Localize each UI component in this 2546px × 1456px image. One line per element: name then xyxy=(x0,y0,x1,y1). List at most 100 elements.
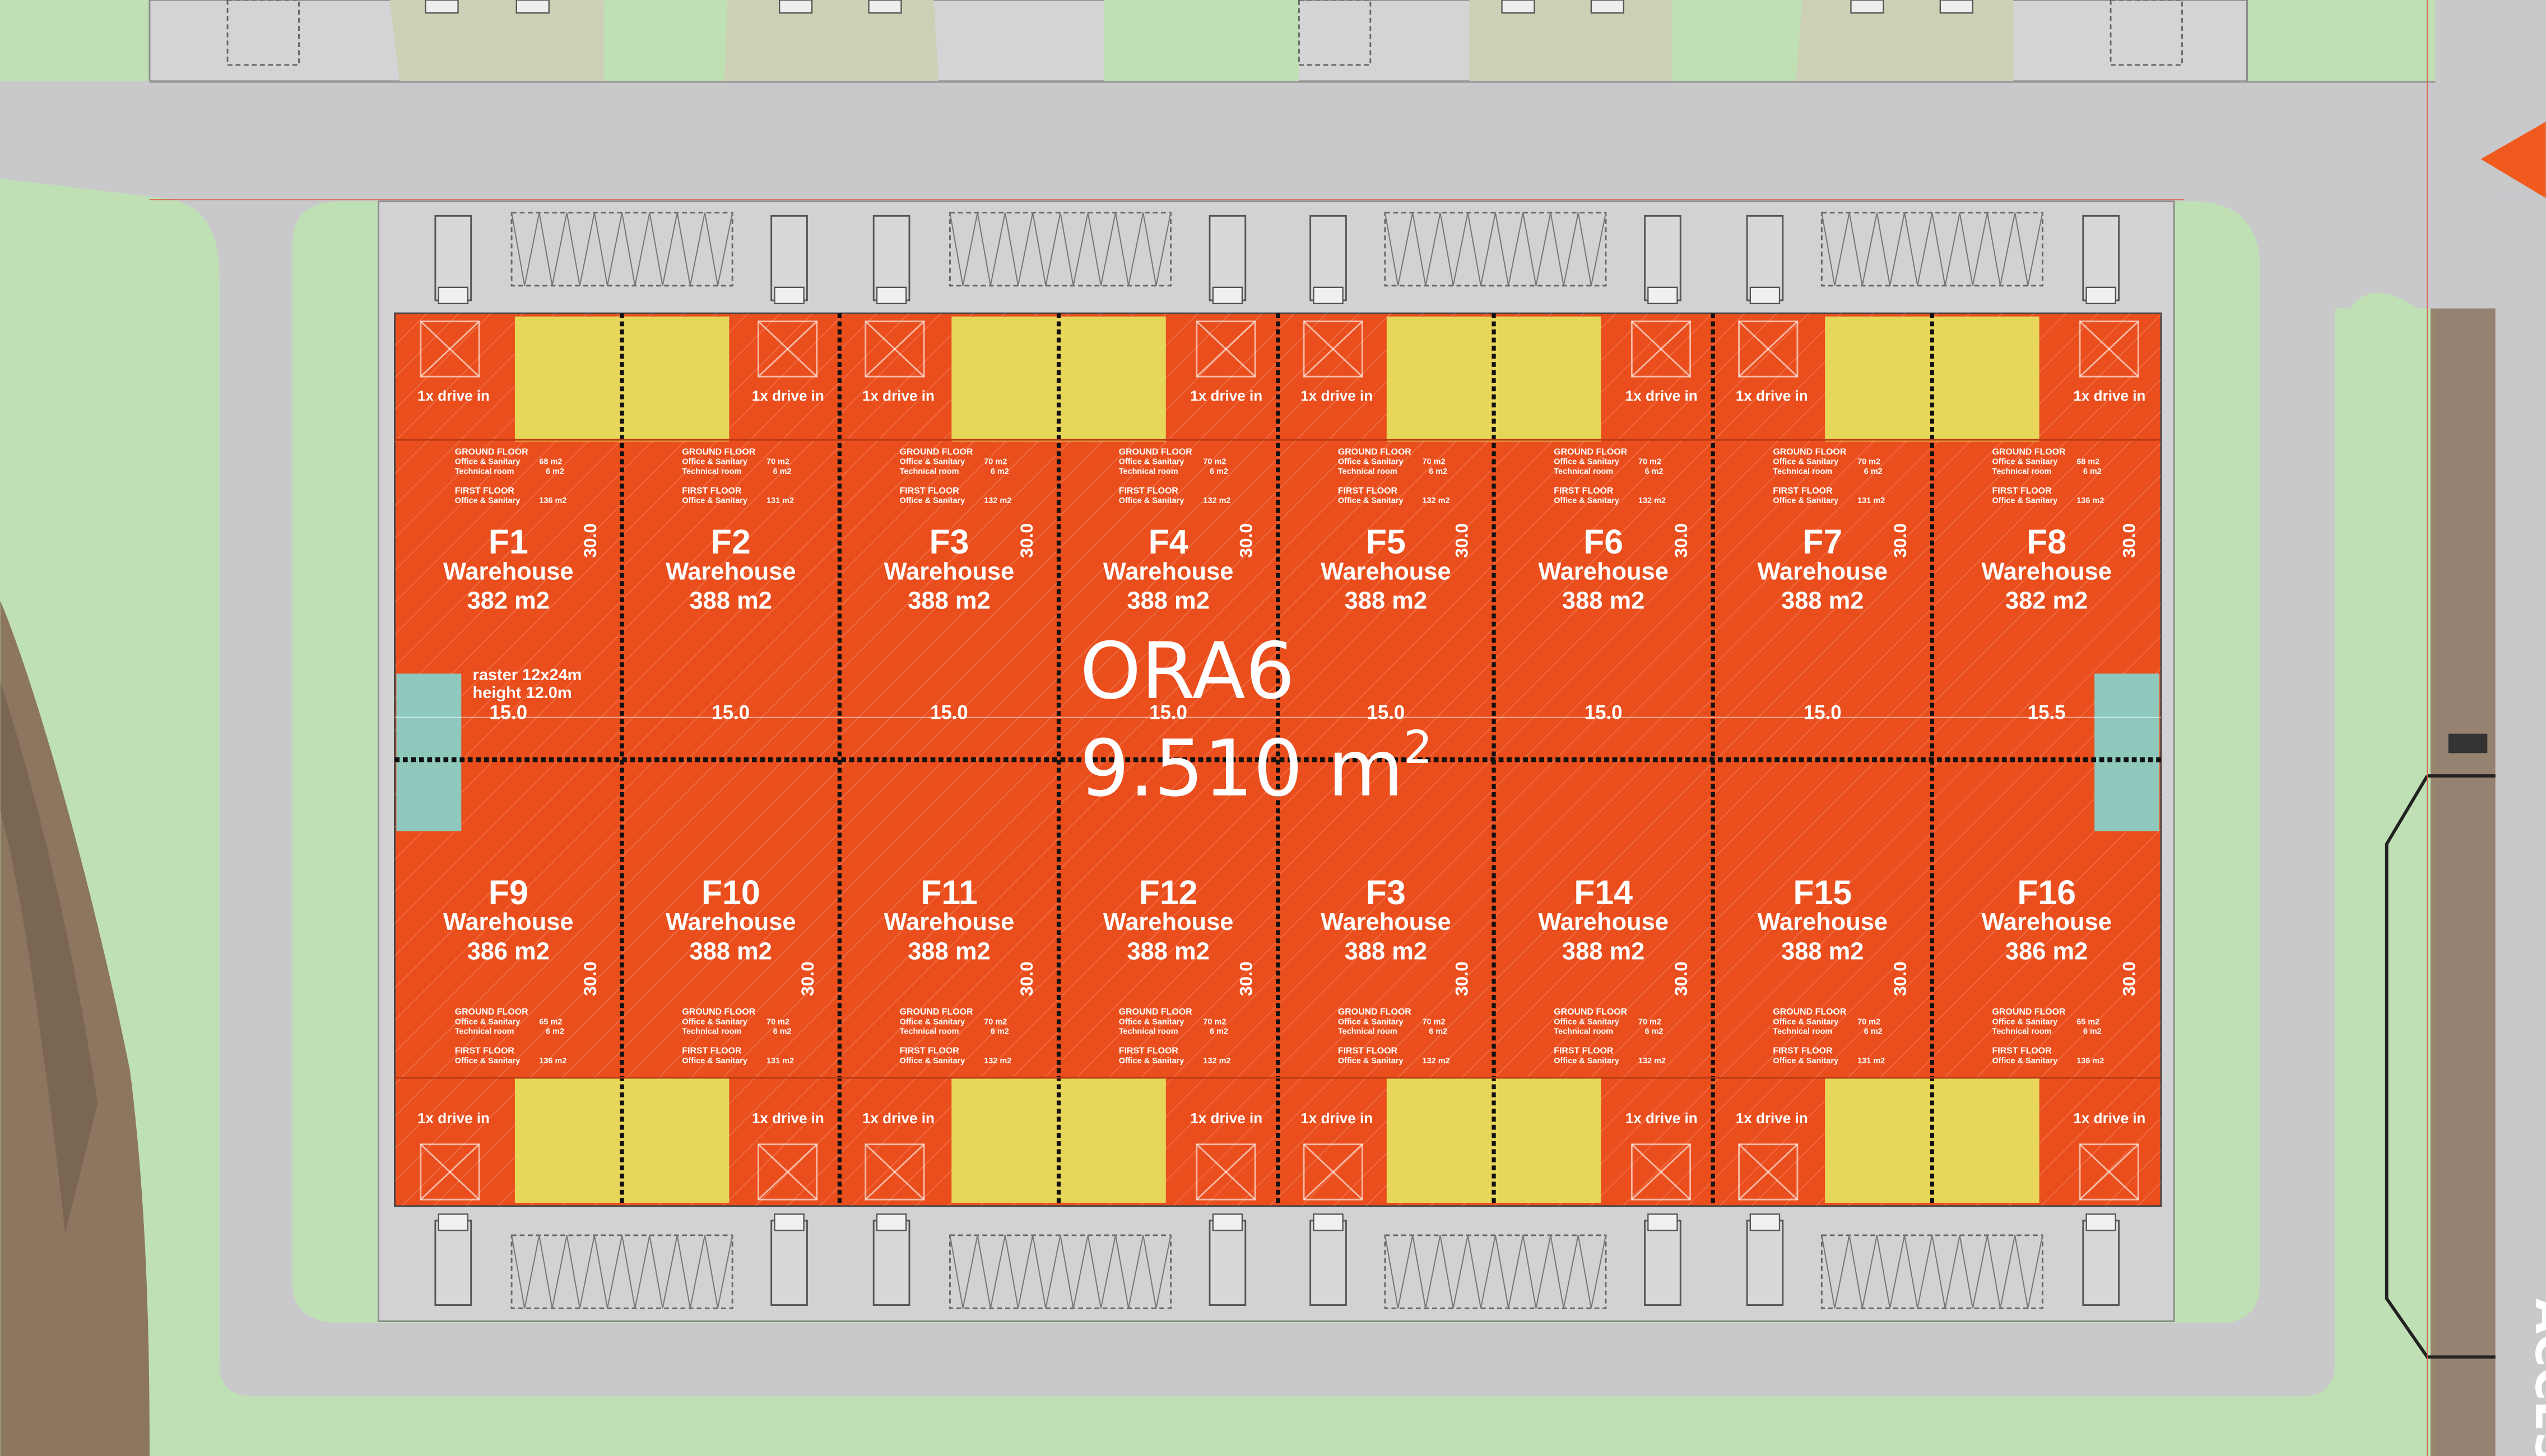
office-info-bottom-ff-title: FIRST FLOOR xyxy=(1992,1046,2052,1055)
door-frame-bottom xyxy=(420,1143,480,1201)
office-info-top-ff-value: 132 m2 xyxy=(1638,496,1666,505)
office-info-top-tr-value: 6 m2 xyxy=(773,467,792,476)
unit-area-bottom: 388 m2 xyxy=(1562,938,1644,965)
office-info-top-os-value: 68 m2 xyxy=(2076,458,2099,467)
unit-area-top: 388 m2 xyxy=(908,588,990,615)
parking-stripe xyxy=(1100,1235,1116,1309)
unit-type-top: Warehouse xyxy=(1981,558,2112,585)
truck-cab-bottom xyxy=(1212,1213,1243,1231)
parking-stripe xyxy=(579,1235,595,1309)
office-info-top-ff-label: Office & Sanitary xyxy=(1338,496,1404,505)
access-label: ACCES xyxy=(2525,1299,2546,1456)
parking-stripe xyxy=(538,1235,553,1309)
north-truck-cab xyxy=(1590,0,1625,14)
parking-stripe xyxy=(524,212,540,286)
parking-stripe xyxy=(1128,212,1144,286)
parking-stripe xyxy=(989,212,1006,286)
drive-in-label-top: 1x drive in xyxy=(1190,388,1262,404)
door-frame-bottom xyxy=(1196,1143,1256,1201)
parking-stripe xyxy=(717,1235,733,1309)
truck-bottom xyxy=(2082,1220,2120,1306)
unit-width-top: 15.0 xyxy=(1804,703,1842,724)
office-info-top-ff-title: FIRST FLOOR xyxy=(900,486,960,496)
drive-in-label-bottom: 1x drive in xyxy=(1625,1110,1698,1127)
office-info-top-gf-title: GROUND FLOOR xyxy=(1554,447,1627,457)
office-info-top-tr-value: 6 m2 xyxy=(1645,467,1664,476)
parking-stripe xyxy=(1060,212,1074,286)
truck-bottom xyxy=(770,1220,808,1306)
parking-stripe xyxy=(1494,212,1509,286)
building-area-value: 9.510 m xyxy=(1080,723,1404,814)
unit-id-top: F3 xyxy=(929,523,969,561)
office-block-bottom xyxy=(951,1077,1059,1203)
door-cross-bottom xyxy=(865,1143,925,1201)
parking-stripe xyxy=(1917,212,1933,286)
office-info-top-os-label: Office & Sanitary xyxy=(1119,458,1184,467)
parking-stripe xyxy=(551,1235,568,1309)
office-info-bottom-ff-label: Office & Sanitary xyxy=(1773,1057,1838,1066)
north-plot-beige-3 xyxy=(1469,0,1672,81)
parking-stripe xyxy=(1931,1235,1946,1309)
office-info-bottom-os-label: Office & Sanitary xyxy=(455,1017,521,1026)
office-info-bottom-ff-label: Office & Sanitary xyxy=(900,1057,965,1066)
unit-area-bottom: 388 m2 xyxy=(1345,938,1427,965)
parking-stripe xyxy=(1522,212,1537,286)
parking-stripe xyxy=(1563,1235,1579,1309)
unit-depth-bottom: 30.0 xyxy=(797,961,817,996)
parking-stripe xyxy=(593,212,608,286)
office-info-bottom-ff-value: 132 m2 xyxy=(1423,1057,1450,1066)
unit-type-bottom: Warehouse xyxy=(1103,909,1234,936)
office-info-bottom-tr-label: Technical room xyxy=(1992,1027,2052,1036)
office-info-bottom-ff-value: 136 m2 xyxy=(2076,1057,2104,1066)
unit-depth-bottom: 30.0 xyxy=(1890,961,1910,996)
truck-cab-top xyxy=(2085,286,2116,304)
drive-in-label-top: 1x drive in xyxy=(1736,388,1808,404)
parking-stripe xyxy=(2027,1235,2043,1309)
parking-stripe xyxy=(1072,1235,1089,1309)
parking-stripe xyxy=(1452,212,1469,286)
unit-area-top: 388 m2 xyxy=(1781,588,1864,615)
office-info-top-ff-value: 131 m2 xyxy=(1857,496,1885,505)
parking-stripe xyxy=(1494,1235,1509,1309)
office-info-bottom-os-value: 65 m2 xyxy=(2076,1017,2099,1026)
unit-id-bottom: F3 xyxy=(1366,873,1406,911)
parking-stripe xyxy=(1876,212,1891,286)
parking-stripe xyxy=(1550,1235,1564,1309)
door-frame-top xyxy=(420,320,480,378)
parking-stripe xyxy=(1155,1235,1172,1309)
unit-depth-top: 30.0 xyxy=(580,523,600,558)
parking-stripe xyxy=(1412,1235,1427,1309)
office-info-top-ff-value: 131 m2 xyxy=(766,496,794,505)
north-truck-cab xyxy=(425,0,459,14)
parking-stripe xyxy=(1889,1235,1906,1309)
parking-stripe xyxy=(1821,212,1836,286)
office-info-top-tr-label: Technical room xyxy=(1119,467,1178,476)
parking-stripe xyxy=(949,212,964,286)
unit-area-bottom: 386 m2 xyxy=(2005,938,2088,965)
door-cross-top xyxy=(1196,320,1256,378)
office-info-bottom-ff-label: Office & Sanitary xyxy=(1338,1057,1404,1066)
office-info-bottom-tr-value: 6 m2 xyxy=(773,1027,792,1036)
truck-cab-top xyxy=(1749,286,1781,304)
drive-in-label-top: 1x drive in xyxy=(752,388,824,404)
office-info-top-tr-value: 6 m2 xyxy=(1864,467,1883,476)
parking-stripe xyxy=(1045,212,1061,286)
unit-id-top: F1 xyxy=(489,523,528,561)
unit-area-bottom: 386 m2 xyxy=(467,938,550,965)
parking-stripe xyxy=(689,1235,705,1309)
door-cross-top xyxy=(1631,320,1691,378)
unit-type-top: Warehouse xyxy=(1538,558,1669,585)
parking-stripe xyxy=(1128,1235,1144,1309)
truck-top xyxy=(1309,215,1347,301)
unit-width-top: 15.0 xyxy=(1149,703,1187,724)
office-info-bottom-ff-label: Office & Sanitary xyxy=(1119,1057,1184,1066)
drive-in-label-top: 1x drive in xyxy=(2073,388,2145,404)
stair-core-west xyxy=(396,673,462,831)
office-info-bottom-gf-title: GROUND FLOOR xyxy=(1338,1007,1411,1017)
stair-core-east xyxy=(2094,673,2159,831)
drive-in-label-bottom: 1x drive in xyxy=(1736,1110,1808,1127)
parking-stripe xyxy=(1452,1235,1469,1309)
parking-stripe xyxy=(1412,212,1427,286)
unit-depth-bottom: 30.0 xyxy=(1671,961,1691,996)
